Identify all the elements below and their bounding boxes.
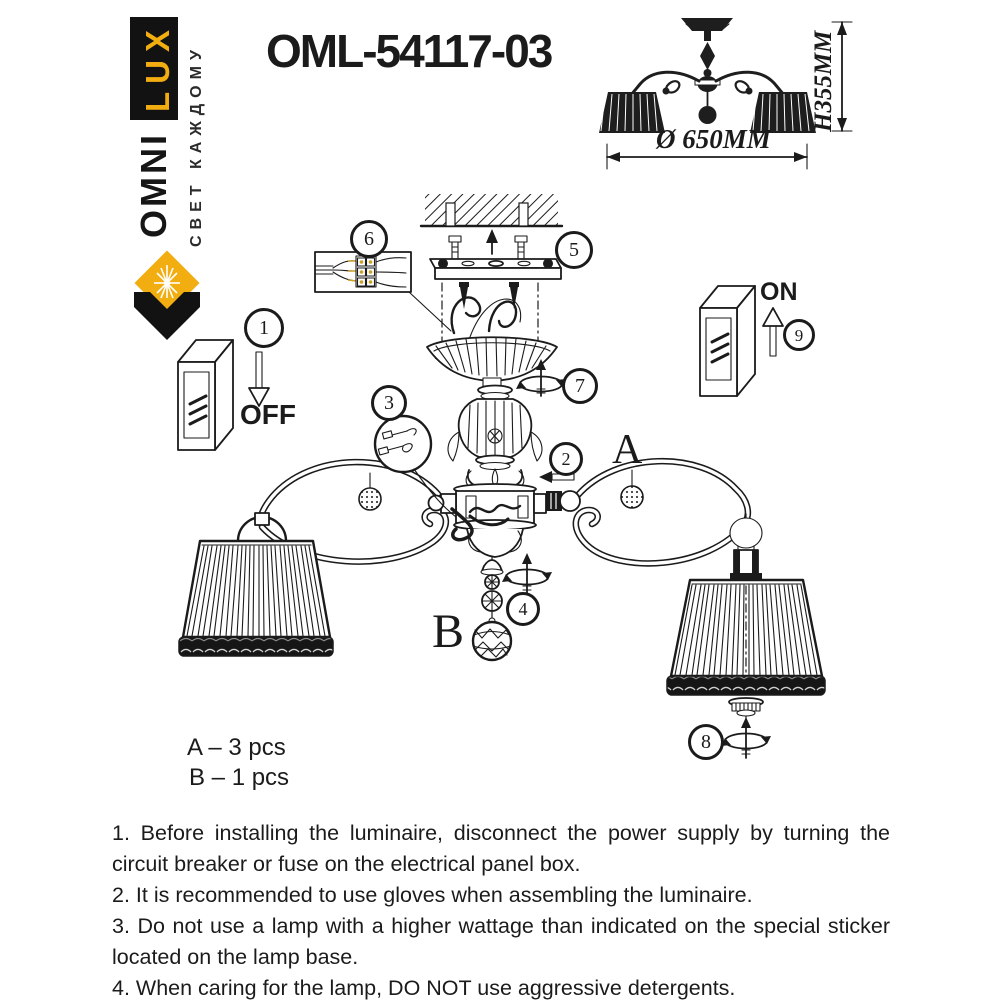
step-badge-6: 6 xyxy=(350,220,388,258)
off-label: OFF xyxy=(240,399,296,430)
breaker-box-off xyxy=(177,339,270,451)
center-column xyxy=(447,384,543,471)
step-badge-9: 9 xyxy=(783,319,815,351)
rotate-icon-step8 xyxy=(721,717,771,759)
logo-tagline: СВЕТ КАЖДОМУ xyxy=(188,44,205,247)
ceiling-canopy xyxy=(426,336,558,387)
supply-wires xyxy=(408,291,529,362)
right-shade xyxy=(666,513,826,727)
rotate-icon-step7 xyxy=(516,359,566,397)
mounting-bracket xyxy=(429,235,562,359)
terminal-block-inset xyxy=(314,251,412,293)
ceiling xyxy=(419,194,564,255)
step-badge-2: 2 xyxy=(549,442,583,476)
logo-chevron-icon xyxy=(134,292,200,340)
logo-starburst-icon xyxy=(154,265,180,299)
right-arm xyxy=(546,458,752,567)
step-badge-3: 3 xyxy=(371,385,407,421)
center-hub xyxy=(427,468,547,558)
logo-lux-text: LUX xyxy=(139,22,176,112)
step-badge-4: 4 xyxy=(506,592,540,626)
step-badge-7: 7 xyxy=(562,368,598,404)
logo-lux-box xyxy=(130,17,178,120)
height-dimension: H355MM xyxy=(810,30,837,132)
part-b-label: B xyxy=(432,605,465,658)
instruction-1: 1. Before installing the luminaire, disc… xyxy=(112,821,890,876)
part-b-count: B – 1 pcs xyxy=(189,764,290,791)
left-arm xyxy=(257,458,450,565)
step-badge-5: 5 xyxy=(555,231,593,269)
page-title: OML-54117-03 xyxy=(266,25,553,77)
instruction-4: 4. When caring for the lamp, DO NOT use … xyxy=(112,976,736,1000)
dimension-drawing xyxy=(599,18,816,133)
part-a-count: A – 3 pcs xyxy=(187,734,286,761)
on-label: ON xyxy=(760,278,798,306)
instruction-2: 2. It is recommended to use gloves when … xyxy=(112,883,753,907)
logo-omni-text: OMNI xyxy=(133,132,174,238)
step-badge-1: 1 xyxy=(244,308,284,348)
instruction-3: 3. Do not use a lamp with a higher watta… xyxy=(112,914,890,969)
rotate-icon-step4 xyxy=(502,553,552,595)
left-shade xyxy=(178,512,334,657)
diameter-dimension: Ø 650MM xyxy=(656,124,771,154)
part-a-label: A xyxy=(612,427,643,473)
wire-splice-detail xyxy=(373,414,457,518)
step-badge-8: 8 xyxy=(688,724,724,760)
instructions-block: 1. Before installing the luminaire, disc… xyxy=(112,818,890,1000)
